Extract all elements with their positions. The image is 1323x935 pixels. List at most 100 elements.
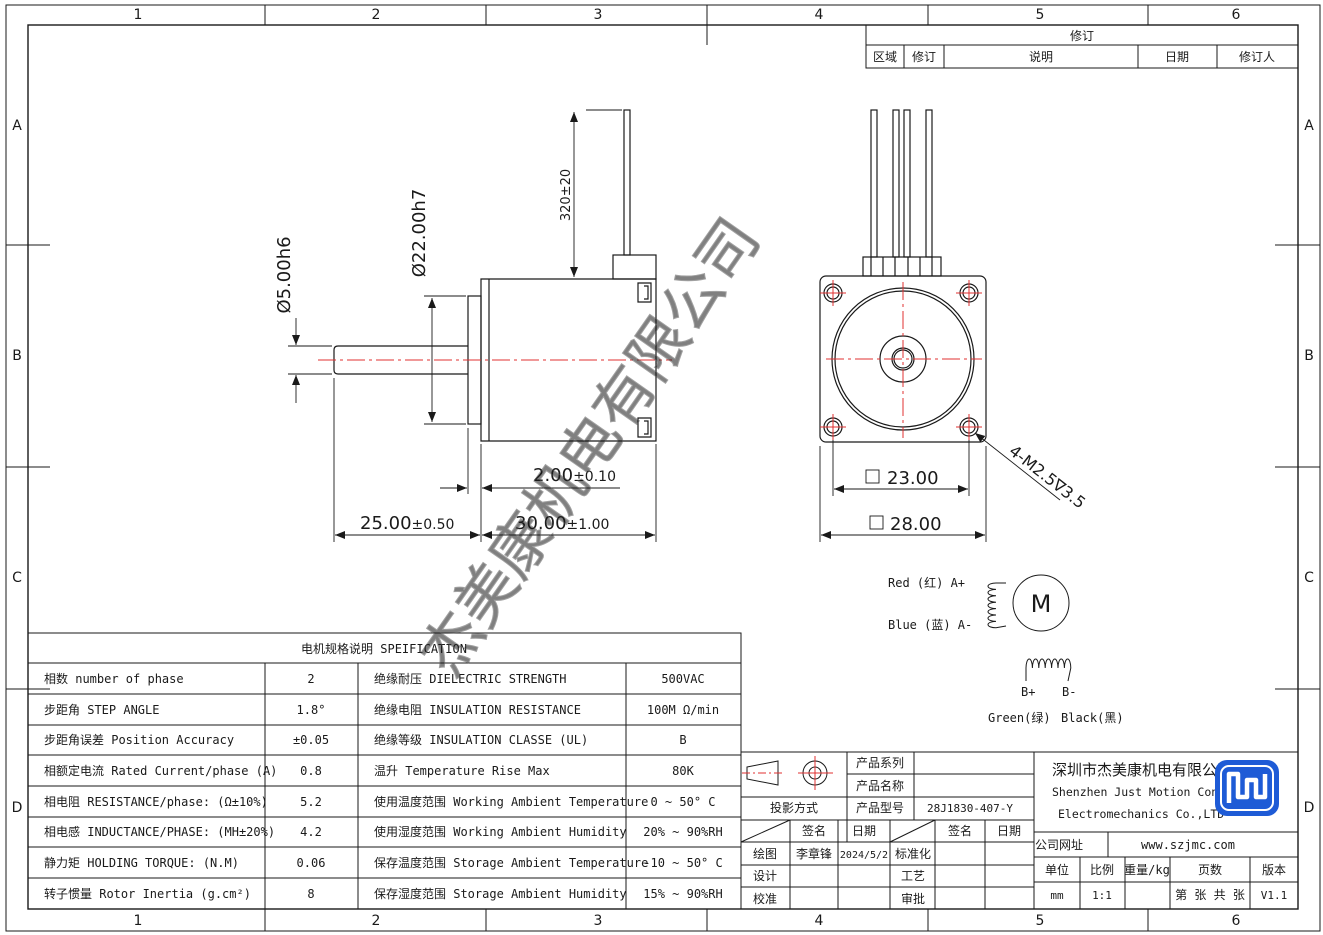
tb-process: 工艺 xyxy=(901,869,925,883)
tb-website: www.szjmc.com xyxy=(1141,838,1235,852)
spec-value: 100M Ω/min xyxy=(647,703,719,717)
row-label: B xyxy=(12,348,22,364)
tb-series: 产品系列 xyxy=(856,756,904,770)
tb-sign: 签名 xyxy=(802,823,826,838)
tb-website-label: 公司网址 xyxy=(1035,838,1083,852)
lead-length-label: 320±20 xyxy=(559,169,574,221)
revision-table: 修订 区域 修订 说明 日期 修订人 xyxy=(865,24,1299,69)
motor-label: M xyxy=(1031,590,1052,618)
col-label: 6 xyxy=(1232,913,1241,929)
lead-wire xyxy=(903,109,911,258)
spec-value: ±0.05 xyxy=(293,733,329,747)
shaft-dia-label: Ø5.00h6 xyxy=(274,236,295,313)
lead-wire xyxy=(870,109,878,258)
spec-label: 相电阻 RESISTANCE/phase: (Ω±10%) xyxy=(44,795,268,809)
spec-value: 4.2 xyxy=(300,825,322,839)
col-label: 1 xyxy=(134,7,143,23)
tb-model: 28J1830-407-Y xyxy=(927,802,1013,815)
spec-label: 步距角误差 Position Accuracy xyxy=(44,733,234,747)
revision-header: 修订人 xyxy=(1239,49,1275,64)
projection-symbol xyxy=(742,756,833,790)
row-label: D xyxy=(12,800,23,816)
title-block: 产品系列 产品名称 投影方式 产品型号 28J1830-407-Y 签名 日期 … xyxy=(740,751,1299,910)
spec-value: 15% ~ 90%RH xyxy=(643,887,722,901)
spec-title: 电机规格说明 SPEIFICATION xyxy=(301,641,467,656)
row-label: A xyxy=(1304,118,1314,134)
svg-text:25.00±0.50: 25.00±0.50 xyxy=(360,513,454,534)
coil-a xyxy=(987,582,1007,629)
tb-approve: 审批 xyxy=(901,891,925,906)
spec-label: 静力矩 HOLDING TORQUE: (N.M) xyxy=(44,856,239,870)
tb-design: 设计 xyxy=(753,869,777,883)
body-len-label: 30.00 xyxy=(515,513,567,534)
company-logo xyxy=(1215,760,1279,816)
revision-header: 日期 xyxy=(1165,50,1189,64)
tb-unit-label: 单位 xyxy=(1045,862,1069,877)
front-centerlines xyxy=(820,280,982,440)
tb-pages-label: 页数 xyxy=(1198,862,1222,877)
lead-wire xyxy=(925,109,933,258)
tb-model-label: 产品型号 xyxy=(856,801,904,815)
front-dim-labels: 23.00 28.00 4-M2.5∇3.5 xyxy=(887,441,1089,535)
spec-value: -10 ~ 50° C xyxy=(643,856,722,870)
svg-text:30.00±1.00: 30.00±1.00 xyxy=(515,513,609,534)
row-label: A xyxy=(12,118,22,134)
spec-label: 绝缘电阻 INSULATION RESISTANCE xyxy=(374,702,581,717)
revision-title: 修订 xyxy=(1070,28,1094,43)
connector-detail xyxy=(637,282,652,303)
spec-label: 步距角 STEP ANGLE xyxy=(44,703,159,717)
spec-value: 1.8° xyxy=(297,703,326,717)
tb-unit: mm xyxy=(1050,889,1064,902)
motor-flange xyxy=(819,275,987,443)
col-label: 5 xyxy=(1036,7,1045,23)
spec-table: 电机规格说明 SPEIFICATION 相数 number of phase 2… xyxy=(27,632,742,910)
tb-draw-date: 2024/5/2 xyxy=(840,850,888,861)
body-size-label: 28.00 xyxy=(890,514,942,535)
tb-scale-label: 比例 xyxy=(1090,863,1114,877)
spec-value: B xyxy=(679,733,686,747)
tb-check: 校准 xyxy=(753,891,777,906)
row-label: B xyxy=(1304,348,1314,364)
spec-label: 相额定电流 Rated Current/phase (A) xyxy=(44,763,277,778)
spec-value: 0.06 xyxy=(297,856,326,870)
company-name-en: Electromechanics Co.,LTD xyxy=(1058,807,1224,821)
col-label: 3 xyxy=(594,913,603,929)
revision-header: 说明 xyxy=(1029,49,1053,64)
wiring-diagram: Red (红) A+ Blue (蓝) A- M B+ B- Green(绿) … xyxy=(888,574,1124,725)
col-label: 5 xyxy=(1036,913,1045,929)
body-len-tol: ±1.00 xyxy=(567,517,610,533)
tb-sign2: 签名 xyxy=(948,823,972,838)
tb-standard: 标准化 xyxy=(895,847,931,861)
tb-scale: 1:1 xyxy=(1092,889,1112,902)
b-plus-label: B+ xyxy=(1021,685,1035,699)
spec-value: 2 xyxy=(307,672,314,686)
mount-holes-label: 4-M2.5∇3.5 xyxy=(1006,441,1090,512)
side-dim-labels: 320±20 Ø22.00h7 Ø5.00h6 2.00±0.10 25.00±… xyxy=(274,169,616,534)
tb-date2: 日期 xyxy=(997,824,1021,838)
shaft-len-tol: ±0.50 xyxy=(412,517,455,533)
row-label: D xyxy=(1304,800,1315,816)
connector-detail xyxy=(637,417,652,438)
wire-green-label: Green(绿) xyxy=(988,710,1051,725)
tb-projection: 投影方式 xyxy=(770,800,818,815)
spec-label: 相数 number of phase xyxy=(44,671,184,686)
wire-black-label: Black(黑) xyxy=(1061,711,1124,725)
tb-version: V1.1 xyxy=(1261,889,1288,902)
lead-wire xyxy=(892,109,900,258)
spec-value: 5.2 xyxy=(300,795,322,809)
company-name-en: Shenzhen Just Motion Control xyxy=(1052,785,1246,799)
motor-symbol xyxy=(1012,574,1070,632)
tb-version-label: 版本 xyxy=(1262,863,1286,877)
tb-name: 产品名称 xyxy=(856,778,904,793)
side-dimensions xyxy=(288,109,657,542)
col-label: 4 xyxy=(815,913,824,929)
company-name-cn: 深圳市杰美康机电有限公司 xyxy=(1052,761,1232,779)
spec-label: 绝缘耐压 DIELECTRIC STRENGTH xyxy=(374,671,567,686)
svg-text:2.00±0.10: 2.00±0.10 xyxy=(533,465,616,486)
pilot-len-tol: ±0.10 xyxy=(573,469,616,485)
tb-date: 日期 xyxy=(852,824,876,838)
wire-blue-label: Blue (蓝) A- xyxy=(888,618,972,632)
tb-pages: 第 张 共 张 xyxy=(1175,888,1245,902)
col-label: 1 xyxy=(134,913,143,929)
